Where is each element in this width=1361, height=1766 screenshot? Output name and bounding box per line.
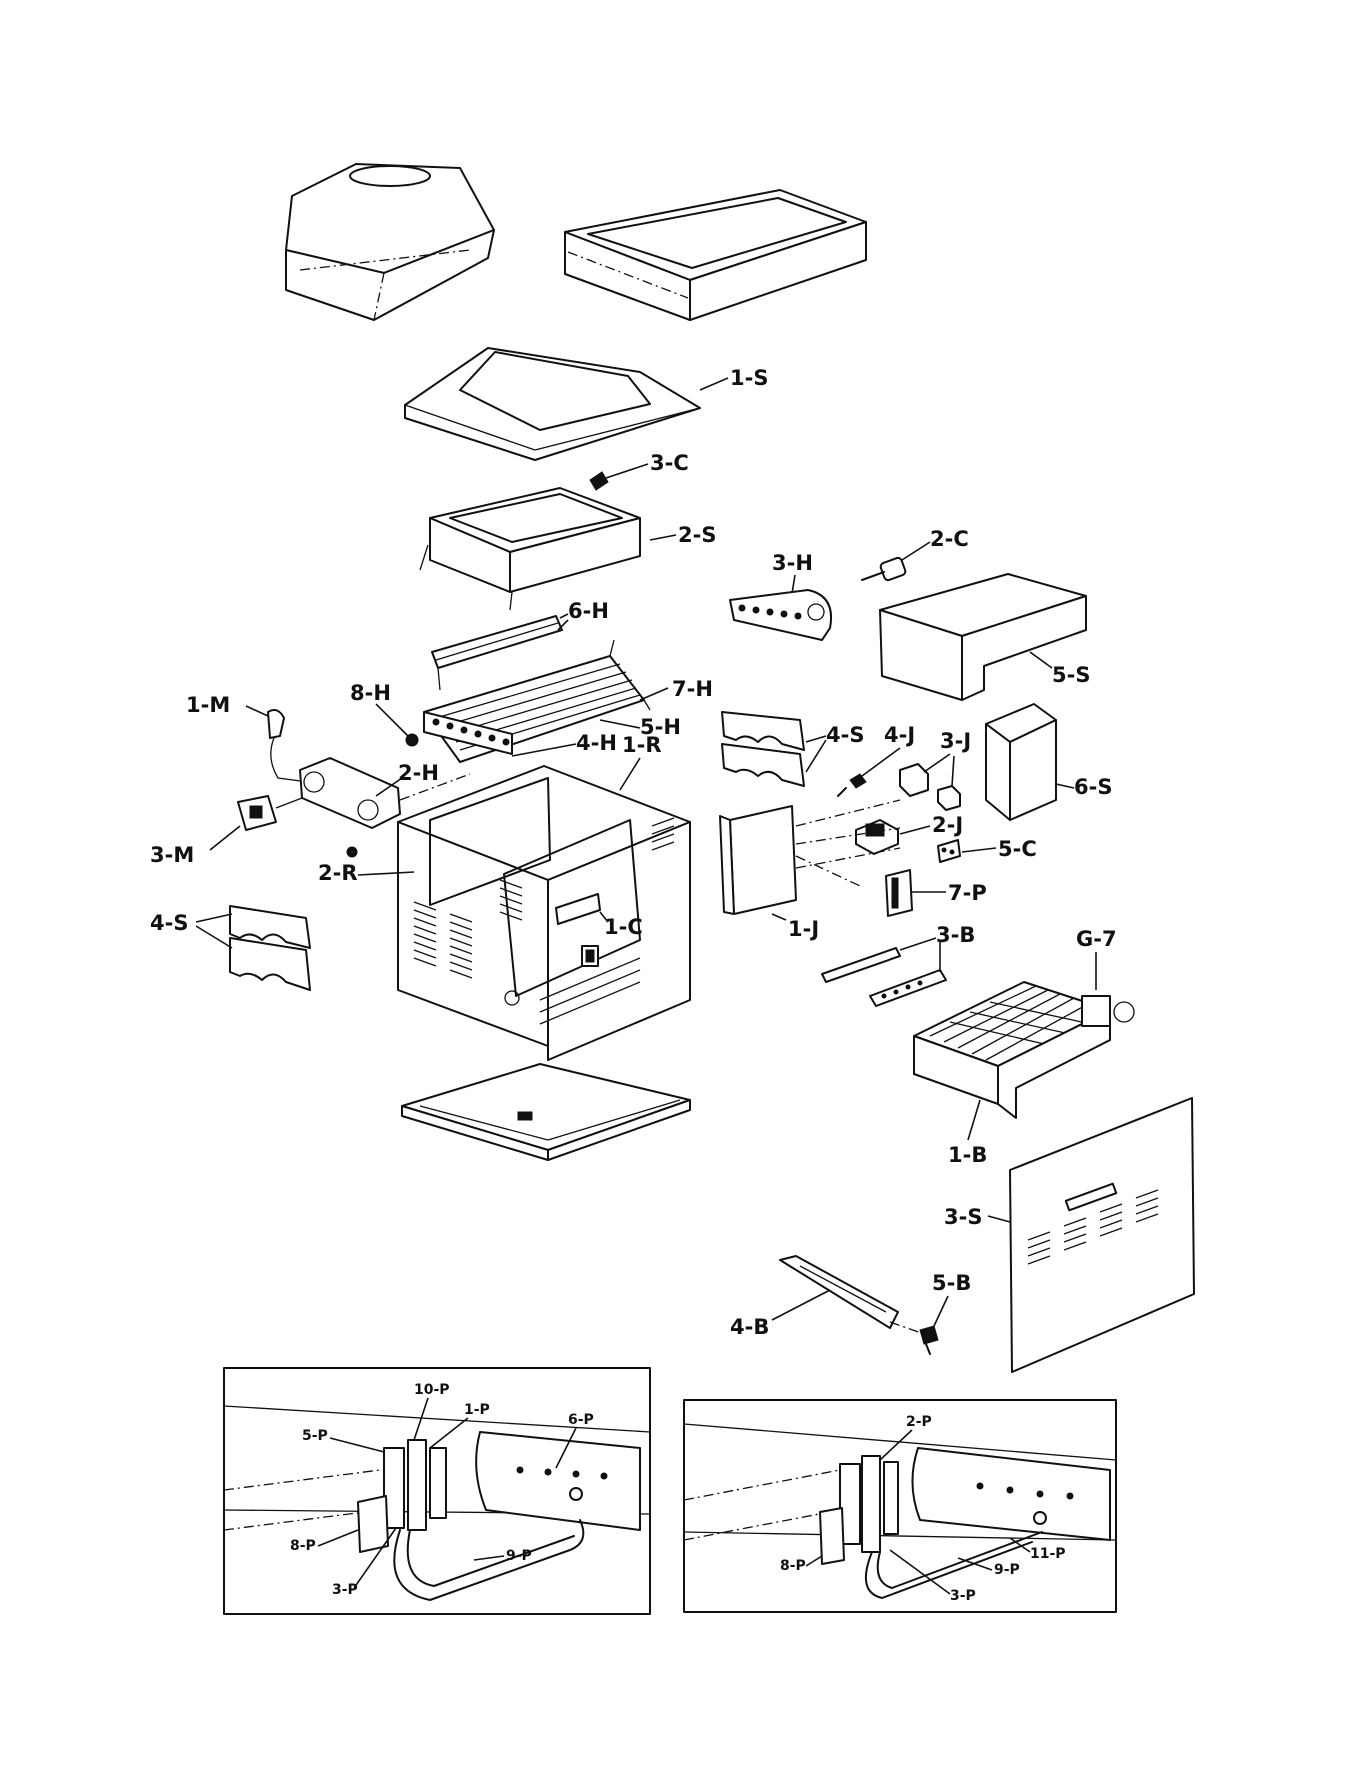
inset-right: 2-P 8-P 11-P 9-P 3-P xyxy=(684,1400,1116,1612)
part-3-s: 3-S xyxy=(944,1098,1194,1372)
inset-left-callout-1-p: 1-P xyxy=(464,1402,490,1418)
part-3-c: 3-C xyxy=(590,451,689,490)
part-4-s-upper: 4-S xyxy=(722,712,864,786)
inset-left-callout-9-p: 9-P xyxy=(506,1548,532,1564)
callout-1-b: 1-B xyxy=(948,1143,987,1167)
part-5-b: 5-B xyxy=(920,1271,971,1354)
callout-4-j: 4-J xyxy=(884,723,915,747)
part-3-h: 3-H xyxy=(730,551,831,640)
burner-tray: G-7 1-B xyxy=(914,927,1134,1167)
callout-6-s: 6-S xyxy=(1074,775,1112,799)
callout-3-m: 3-M xyxy=(150,843,194,867)
callout-3-s: 3-S xyxy=(944,1205,982,1229)
inset-right-callout-11-p: 11-P xyxy=(1030,1546,1066,1562)
draft-hood xyxy=(286,164,494,320)
callout-2-s: 2-S xyxy=(678,523,716,547)
callout-2-c: 2-C xyxy=(930,527,969,551)
part-6-s: 6-S xyxy=(986,704,1112,820)
part-1-s: 1-S xyxy=(405,348,768,460)
inset-left-callout-10-p: 10-P xyxy=(414,1382,450,1398)
callout-2-h: 2-H xyxy=(398,761,439,785)
cabinet xyxy=(398,766,690,1060)
callout-1-m: 1-M xyxy=(186,693,230,717)
callout-5-s: 5-S xyxy=(1052,663,1090,687)
inset-left-callout-8-p: 8-P xyxy=(290,1538,316,1554)
callout-5-b: 5-B xyxy=(932,1271,971,1295)
part-3-m: 3-M xyxy=(150,796,302,867)
inset-right-callout-3-p: 3-P xyxy=(950,1588,976,1604)
part-5-c: 5-C xyxy=(938,837,1037,862)
callout-2-r: 2-R xyxy=(318,861,358,885)
callout-7-h: 7-H xyxy=(672,677,713,701)
callout-7-p: 7-P xyxy=(948,881,987,905)
part-1-j: 1-J xyxy=(720,800,900,941)
callout-5-c: 5-C xyxy=(998,837,1037,861)
callout-8-h: 8-H xyxy=(350,681,391,705)
callout-4-s-upper: 4-S xyxy=(826,723,864,747)
inset-left-callout-5-p: 5-P xyxy=(302,1428,328,1444)
part-5-s: 5-S xyxy=(880,574,1090,700)
callout-6-h: 6-H xyxy=(568,599,609,623)
callout-1-c: 1-C xyxy=(604,915,643,939)
callout-3-c: 3-C xyxy=(650,451,689,475)
callout-1-j: 1-J xyxy=(788,917,819,941)
part-4-s-lower: 4-S xyxy=(150,906,310,990)
callout-4-s-lower: 4-S xyxy=(150,911,188,935)
part-1-m: 1-M xyxy=(186,693,308,782)
callout-3-b: 3-B xyxy=(936,923,975,947)
inset-left-callout-3-p: 3-P xyxy=(332,1582,358,1598)
callout-4-h: 4-H xyxy=(576,731,617,755)
callout-1-s: 1-S xyxy=(730,366,768,390)
callout-1-r: 1-R xyxy=(622,733,662,757)
part-7-p: 7-P xyxy=(886,870,987,916)
part-3-b: 3-B xyxy=(822,923,975,1006)
base xyxy=(402,1064,690,1160)
part-2-s: 2-S xyxy=(420,488,716,610)
callout-4-b: 4-B xyxy=(730,1315,769,1339)
callout-g-7: G-7 xyxy=(1076,927,1117,951)
callout-3-j: 3-J xyxy=(940,729,971,753)
top-cover xyxy=(565,190,866,320)
part-2-c: 2-C xyxy=(862,527,969,581)
inset-right-callout-9-p: 9-P xyxy=(994,1562,1020,1578)
callout-2-j: 2-J xyxy=(932,813,963,837)
inset-right-callout-8-p: 8-P xyxy=(780,1558,806,1574)
inset-right-callout-2-p: 2-P xyxy=(906,1414,932,1430)
callout-3-h: 3-H xyxy=(772,551,813,575)
inset-left-callout-6-p: 6-P xyxy=(568,1412,594,1428)
part-4-b: 4-B xyxy=(730,1256,924,1339)
inset-left: 10-P 1-P 5-P 6-P 8-P 9-P 3-P xyxy=(224,1368,650,1614)
